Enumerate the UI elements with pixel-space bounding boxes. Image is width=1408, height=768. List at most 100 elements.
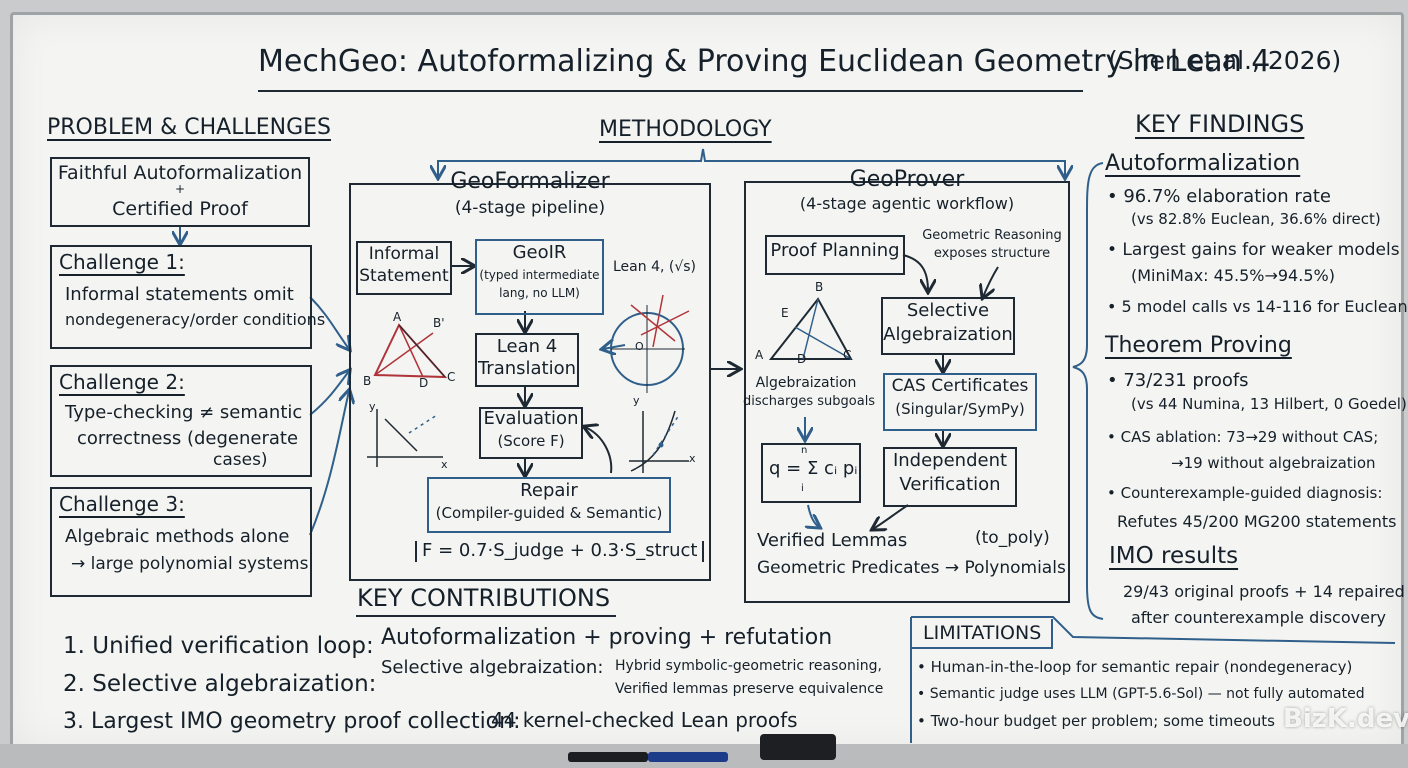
contribution-2-sub2: Verified lemmas preserve equivalence [615,681,884,697]
imo-line1: 29/43 original proofs + 14 repaired [1123,582,1405,601]
goal-plus: + [174,182,186,196]
imo-line2: after counterexample discovery [1131,608,1386,627]
predicates-label: Geometric Predicates → Polynomials [757,558,1066,578]
tri-label-bprime: B' [433,316,445,330]
geoprover-title: GeoProver [849,167,965,192]
informal-statement-box [356,241,452,295]
challenge-2-line3: cases) [213,450,268,470]
challenge-3-title: Challenge 3: [59,492,185,516]
geoprover-panel [744,181,1070,603]
challenge-1-line1: Informal statements omit [65,284,294,305]
limitations-tab [911,619,1053,649]
tri-label-a: A [393,310,402,324]
tri-label-c: C [447,370,456,384]
informal-line1: Informal [368,244,440,264]
independent-verification-box [883,447,1017,507]
sum-formula: q = Σ cᵢ pᵢ [769,458,858,479]
contribution-2-label: 2. Selective algebraization: [63,671,377,697]
repair-line2: (Compiler-guided & Semantic) [435,504,663,522]
goal-box [50,157,310,227]
finding-a1: • 96.7% elaboration rate [1107,186,1331,207]
ptri-label-a: A [755,348,764,362]
selective-line2: Algebraization [883,324,1013,345]
geoir-line1: (typed intermediate [479,268,600,282]
indep-line1: Independent [892,450,1008,471]
blue-marker-icon[interactable] [648,752,728,762]
sum-lower: i [801,483,804,494]
watermark: BizK.dev [1283,704,1408,734]
limitation-1: • Human-in-the-loop for semantic repair … [917,658,1353,676]
lean-line2: Translation [477,358,577,379]
cas-certificates-box [883,373,1037,431]
finding-a3: • 5 model calls vs 14-116 for Euclean [1107,297,1408,316]
contribution-1-text: Autoformalization + proving + refutation [381,625,833,650]
geoformalizer-title: GeoFormalizer [450,169,610,194]
finding-t1-sub: (vs 44 Numina, 13 Hilbert, 0 Goedel) [1131,395,1407,413]
challenge-3-line1: Algebraic methods alone [65,526,290,547]
reasoning-line1: Geometric Reasoning [922,228,1062,243]
geoir-box [475,239,604,315]
contribution-1-label: 1. Unified verification loop: [63,633,374,659]
challenge-1-title: Challenge 1: [59,250,185,274]
algebraization-line2: discharges subgoals [743,394,876,409]
repair-box [427,477,671,533]
evaluation-line2: (Score F) [497,432,565,450]
indep-line2: Verification [899,474,1001,495]
findings-heading: KEY FINDINGS [1135,110,1305,138]
whiteboard: MechGeo: Autoformalizing & Proving Eucli… [10,12,1408,750]
cas-line2: (Singular/SymPy) [895,400,1025,418]
eraser-icon[interactable] [760,734,836,760]
finding-t3: • Counterexample-guided diagnosis: [1107,484,1383,502]
finding-t1: • 73/231 proofs [1107,370,1249,391]
goal-line2: Certified Proof [112,198,248,220]
informal-line2: Statement [359,266,449,286]
geoprover-subtitle: (4-stage agentic workflow) [799,194,1015,213]
ptri-label-b: B [815,280,824,294]
selective-algebraization-box [881,297,1015,355]
algebraization-line1: Algebraization [755,375,857,391]
contribution-2-text: Selective algebraization: [381,657,604,678]
challenge-3-box [50,487,312,597]
finding-a1-sub: (vs 82.8% Euclean, 36.6% direct) [1131,210,1381,228]
to-poly-label: (to_poly) [975,528,1050,548]
geoir-line2: lang, no LLM) [499,286,580,300]
verified-lemmas-label: Verified Lemmas [757,530,908,551]
ptri-label-d: D [797,352,807,366]
theorem-proving-heading: Theorem Proving [1105,333,1292,358]
imo-heading: IMO results [1109,543,1239,569]
reasoning-line2: exposes structure [933,246,1051,261]
proof-planning-box [765,235,905,275]
score-formula: F = 0.7·S_judge + 0.3·S_struct [415,540,705,562]
page-title: MechGeo: Autoformalizing & Proving Eucli… [258,44,1271,79]
challenge-2-title: Challenge 2: [59,370,185,394]
goal-line1: Faithful Autoformalization [57,162,303,184]
challenge-1-box [50,245,312,349]
finding-a2-sub: (MiniMax: 45.5%→94.5%) [1131,266,1335,285]
black-marker-icon[interactable] [568,752,648,762]
tri-label-d: D [419,376,429,390]
tri-label-b: B [363,374,372,388]
circle-label-o: O [635,340,644,353]
lean-note: Lean 4, (√s) [613,259,697,275]
sum-formula-box [761,443,861,503]
ptri-label-c: C [843,348,852,362]
contributions-heading: KEY CONTRIBUTIONS [357,584,611,612]
citation: (Shen et al., 2026) [1108,46,1342,75]
repair-line1: Repair [520,480,578,501]
challenge-1-line2: nondegeneracy/order conditions [65,310,326,329]
finding-t3-sub: Refutes 45/200 MG200 statements [1117,512,1397,531]
limitation-2: • Semantic judge uses LLM (GPT-5.6-Sol) … [917,686,1365,702]
challenge-2-line2: correctness (degenerate [77,428,299,449]
evaluation-box [479,407,583,459]
finding-t2: • CAS ablation: 73→29 without CAS; [1107,428,1379,446]
lean-translation-box [475,333,579,387]
problem-heading: PROBLEM & CHALLENGES [47,115,331,140]
lean-line1: Lean 4 [496,336,558,357]
selective-line1: Selective [906,300,990,321]
sum-upper: n [801,445,808,456]
plot1-label-y: y [369,400,376,413]
limitation-3: • Two-hour budget per problem; some time… [917,712,1275,730]
geoir-title: GeoIR [512,242,567,263]
contribution-2-sub1: Hybrid symbolic-geometric reasoning, [615,658,882,674]
finding-a2: • Largest gains for weaker models [1107,240,1400,260]
